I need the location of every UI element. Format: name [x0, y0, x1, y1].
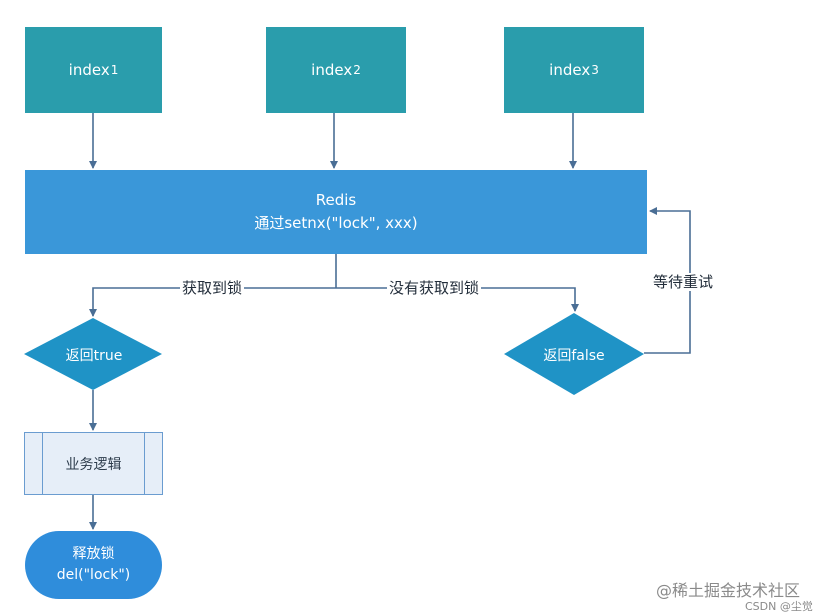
index2-label: index: [311, 61, 353, 79]
arrow-got-lock: [89, 287, 336, 317]
index2-sub: 2: [353, 63, 361, 77]
release-lock-terminal: 释放锁 del("lock"): [25, 531, 162, 599]
business-logic-box: 业务逻辑: [24, 432, 163, 495]
edge-label-no-lock: 没有获取到锁: [387, 279, 482, 297]
return-false-label: 返回false: [543, 348, 605, 364]
edge-label-got-lock: 获取到锁: [180, 279, 245, 297]
redis-command: 通过setnx("lock", xxx): [254, 214, 418, 232]
release-lock-command: del("lock"): [56, 567, 131, 583]
index1-sub: 1: [110, 63, 119, 77]
decision-return-true: [24, 318, 162, 390]
return-true-label: 返回true: [65, 348, 123, 364]
index3-sub: 3: [591, 63, 599, 77]
index1-label: index: [68, 61, 110, 79]
redis-box: Redis 通过setnx("lock", xxx): [25, 170, 647, 254]
watermark-main: @稀土掘金技术社区: [656, 581, 801, 600]
business-logic-label: 业务逻辑: [65, 456, 122, 473]
edge-label-wait-retry: 等待重试: [651, 273, 716, 291]
index3-label: index: [549, 61, 591, 79]
redis-title: Redis: [315, 191, 357, 209]
release-lock-title: 释放锁: [72, 546, 115, 562]
decision-return-false: [504, 313, 644, 395]
watermark-sub: CSDN @尘觉: [745, 600, 813, 613]
